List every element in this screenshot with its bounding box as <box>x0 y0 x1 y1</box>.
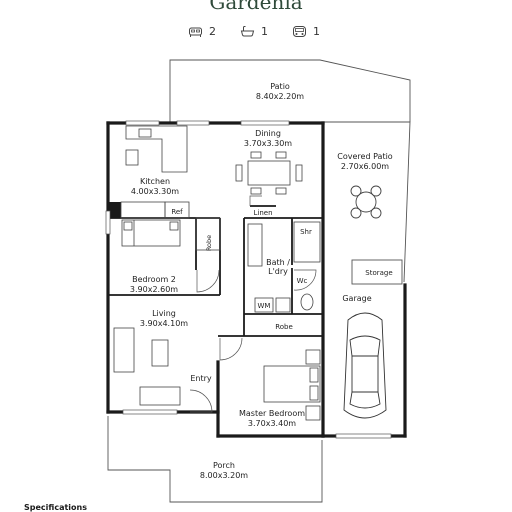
linen-label: Linen <box>253 209 272 217</box>
door-entry <box>189 389 213 413</box>
dining-name: Dining <box>255 129 281 138</box>
window-dining-left <box>176 120 210 126</box>
window-garage <box>335 433 392 439</box>
living-dims: 3.90x4.10m <box>140 319 188 328</box>
door-wc <box>293 269 317 291</box>
shr-label: Shr <box>300 228 312 236</box>
storage-label: Storage <box>365 269 392 277</box>
kitchen-rear-bench <box>120 201 166 219</box>
window-living <box>122 409 178 415</box>
bath-name-2: L'dry <box>268 267 288 276</box>
patio-dims: 8.40x2.20m <box>256 92 304 101</box>
bed-icon <box>189 27 202 37</box>
robe-bed2 <box>195 217 221 251</box>
window-dining-right <box>240 120 290 126</box>
bathrooms-stat: 1 <box>240 22 268 40</box>
garage-stat: 1 <box>292 22 320 40</box>
kitchen-pillar <box>108 202 121 218</box>
storage-outline <box>351 259 403 285</box>
door-master <box>219 337 243 361</box>
robe-master-label: Robe <box>275 323 293 331</box>
patio-outline <box>169 59 411 122</box>
covered-patio-outline <box>320 121 411 283</box>
bedrooms-count: 2 <box>209 24 216 38</box>
porch-dims: 8.00x3.20m <box>200 471 248 480</box>
door-bed2 <box>196 269 220 293</box>
shower <box>293 221 321 263</box>
porch-name: Porch <box>213 461 235 470</box>
cooktop <box>125 149 139 166</box>
wc-label: Wc <box>297 277 308 285</box>
dining-table <box>247 160 291 186</box>
bedrooms-stat: 2 <box>188 22 216 40</box>
living-name: Living <box>152 309 176 318</box>
master-dims: 3.70x3.40m <box>248 419 296 428</box>
stats-bar: 2 1 1 <box>0 22 512 40</box>
entry-label: Entry <box>190 374 212 383</box>
door-linen <box>249 195 262 206</box>
vanity <box>247 223 263 267</box>
window-bed-left <box>105 210 111 235</box>
plan-title: Gardenia <box>209 0 303 14</box>
kitchen-name: Kitchen <box>140 177 170 186</box>
dining-dims: 3.70x3.30m <box>244 139 292 148</box>
wm-box <box>254 297 274 313</box>
wm-label: WM <box>258 302 271 310</box>
coffee-table <box>151 339 169 367</box>
car-front-icon <box>293 25 306 37</box>
trough <box>275 297 291 313</box>
specifications-heading: Specifications <box>24 503 87 512</box>
bed-2 <box>121 219 181 247</box>
porch-outline <box>107 416 323 503</box>
bedside-2 <box>305 405 321 421</box>
garage-count: 1 <box>313 24 320 38</box>
patio-name: Patio <box>270 82 290 91</box>
covered-patio-name: Covered Patio <box>337 152 393 161</box>
covered-patio-dims: 2.70x6.00m <box>341 162 389 171</box>
master-bed <box>263 365 321 403</box>
bedroom2-dims: 3.90x2.60m <box>130 285 178 294</box>
sofa-bottom <box>139 386 181 406</box>
bath-icon <box>240 25 255 36</box>
robe-bed2-label: Robe <box>205 235 213 251</box>
sink <box>138 128 152 138</box>
sofa-left <box>113 327 135 373</box>
patio-table <box>355 191 377 213</box>
window-kitchen <box>125 120 160 126</box>
master-name: Master Bedroom <box>239 409 305 418</box>
bath-name-1: Bath / <box>266 258 290 267</box>
car-icon <box>343 312 387 419</box>
bedroom2-name: Bedroom 2 <box>132 275 176 284</box>
bathrooms-count: 1 <box>261 24 268 38</box>
bedside-1 <box>305 349 321 365</box>
toilet <box>300 293 314 311</box>
garage-label: Garage <box>342 294 371 303</box>
kitchen-bench <box>125 125 188 173</box>
kitchen-dims: 4.00x3.30m <box>131 187 179 196</box>
ref-label: Ref <box>171 208 183 216</box>
